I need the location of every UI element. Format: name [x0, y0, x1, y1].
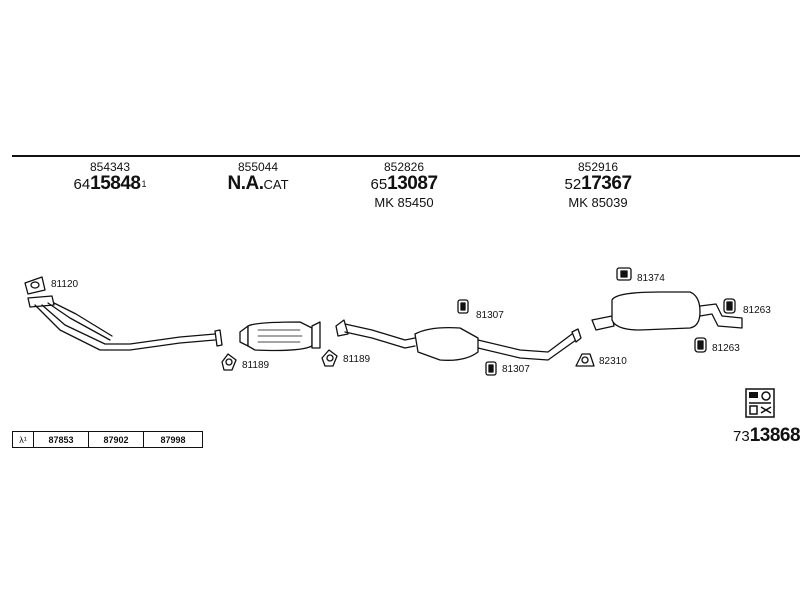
header-number-3: 13087 [387, 173, 438, 194]
rubber-mount-icon [616, 267, 632, 281]
front-pipe-icon [27, 295, 223, 351]
header-number-4: 17367 [581, 173, 632, 194]
top-rule [12, 155, 800, 157]
header-suffix-1: 1 [141, 179, 147, 189]
rubber-mount-icon [694, 337, 707, 353]
center-muffler-icon [335, 319, 582, 361]
header-ref-2: 855044 [237, 160, 279, 174]
gasket-icon [24, 276, 46, 295]
header-mk-3: MK 85450 [374, 195, 434, 210]
clamp-icon [575, 353, 595, 367]
complete-set-number: 7313868 [733, 425, 800, 447]
header-part-4: 852916 5217367 MK 85039 [564, 160, 632, 211]
part-label-81189: 81189 [242, 360, 270, 371]
lambda-cell: 87853 [33, 432, 88, 447]
header-ref-3: 852826 [383, 160, 425, 174]
header-part-1: 854343 64158481 [73, 160, 146, 195]
part-label-82310: 82310 [599, 356, 627, 367]
set-number: 13868 [749, 425, 800, 446]
rear-muffler-icon [591, 291, 743, 331]
header-ref-1: 854343 [89, 160, 131, 174]
header-prefix-3: 65 [370, 176, 388, 193]
header-prefix-1: 64 [73, 176, 91, 193]
part-label-81307: 81307 [476, 310, 504, 321]
rubber-mount-icon [457, 299, 469, 314]
header-part-3: 852826 6513087 MK 85450 [370, 160, 438, 211]
part-label-81189: 81189 [343, 354, 371, 365]
header-prefix-4: 52 [564, 176, 582, 193]
gasket-icon [221, 353, 237, 371]
header-ref-4: 852916 [577, 160, 619, 174]
part-label-81263: 81263 [743, 305, 771, 316]
part-label-81374: 81374 [637, 273, 665, 284]
header-mk-4: MK 85039 [568, 195, 628, 210]
header-number-2: N.A. [227, 173, 264, 194]
header-extra-2: CAT [263, 177, 289, 192]
lambda-table: λ¹ 87853 87902 87998 [12, 431, 203, 448]
lambda-symbol: λ¹ [19, 434, 27, 445]
lambda-cell: 87998 [143, 432, 202, 447]
header-number-1: 15848 [90, 173, 141, 194]
set-prefix: 73 [733, 428, 750, 445]
lambda-cell: 87902 [88, 432, 143, 447]
header-part-2: 855044 N.A.CAT [227, 160, 288, 195]
part-label-81120: 81120 [51, 279, 79, 290]
gasket-icon [321, 349, 338, 367]
catalytic-converter-icon [239, 321, 321, 352]
rubber-mount-icon [485, 361, 497, 376]
rubber-mount-icon [723, 298, 736, 314]
part-label-81307: 81307 [502, 364, 530, 375]
fitting-kit-icon [745, 388, 775, 418]
part-label-81263: 81263 [712, 343, 740, 354]
